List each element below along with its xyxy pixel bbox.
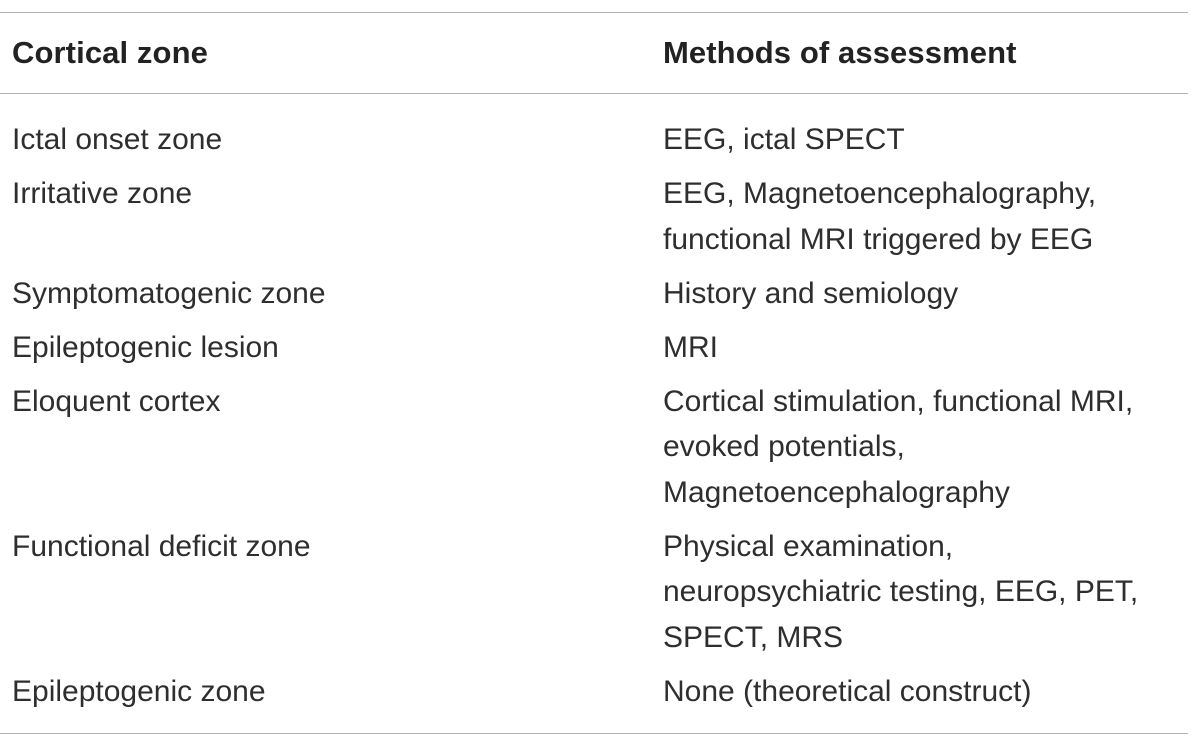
methods-line: EEG, ictal SPECT — [663, 123, 905, 156]
table-body: Ictal onset zone EEG, ictal SPECT Irrita… — [0, 94, 1200, 733]
methods-line: Magnetoencephalography — [663, 475, 1010, 509]
methods-cell: EEG, ictal SPECT — [663, 117, 1200, 163]
zone-cell: Epileptogenic lesion — [12, 330, 279, 364]
zone-cell: Irritative zone — [12, 177, 193, 210]
methods-line: Physical examination, — [663, 529, 954, 563]
table-header-rule — [0, 93, 1188, 94]
table-row: Symptomatogenic zone History and semiolo… — [0, 271, 1200, 317]
zone-cell: Epileptogenic zone — [12, 674, 266, 708]
methods-cell: Cortical stimulation, functional MRI, ev… — [663, 379, 1200, 516]
methods-line: SPECT, MRS — [663, 620, 844, 654]
methods-cell: Physical examination, neuropsychiatric t… — [663, 524, 1200, 661]
table-top-rule — [0, 12, 1188, 13]
methods-line: Cortical stimulation, functional MRI, — [663, 384, 1134, 418]
methods-line: History and semiology — [663, 276, 959, 310]
zone-cell: Functional deficit zone — [12, 529, 311, 563]
assessment-table: Cortical zone Methods of assessment Icta… — [0, 12, 1200, 734]
header-cortical-zone: Cortical zone — [12, 35, 208, 70]
methods-line: EEG, Magnetoencephalography, — [663, 177, 1097, 210]
table-bottom-rule — [0, 733, 1188, 734]
table-row: Epileptogenic lesion MRI — [0, 325, 1200, 371]
methods-line: None (theoretical construct) — [663, 674, 1032, 708]
table-row: Eloquent cortex Cortical stimulation, fu… — [0, 379, 1200, 516]
methods-cell: None (theoretical construct) — [663, 669, 1200, 715]
zone-cell: Ictal onset zone — [12, 123, 223, 156]
table-row: Ictal onset zone EEG, ictal SPECT — [0, 117, 1200, 163]
methods-cell: History and semiology — [663, 271, 1200, 317]
methods-cell: EEG, Magnetoencephalography, functional … — [663, 171, 1200, 262]
table-header-row: Cortical zone Methods of assessment — [0, 13, 1200, 93]
header-methods-of-assessment: Methods of assessment — [663, 35, 1017, 70]
zone-cell: Eloquent cortex — [12, 384, 221, 418]
methods-cell: MRI — [663, 325, 1200, 371]
methods-line: MRI — [663, 330, 718, 364]
table-row: Irritative zone EEG, Magnetoencephalogra… — [0, 171, 1200, 262]
methods-line: evoked potentials, — [663, 430, 905, 463]
methods-line: neuropsychiatric testing, EEG, PET, — [663, 575, 1139, 608]
methods-line: functional MRI triggered by EEG — [663, 222, 1094, 256]
table-row: Functional deficit zone Physical examina… — [0, 524, 1200, 661]
table-row: Epileptogenic zone None (theoretical con… — [0, 669, 1200, 715]
zone-cell: Symptomatogenic zone — [12, 276, 326, 310]
